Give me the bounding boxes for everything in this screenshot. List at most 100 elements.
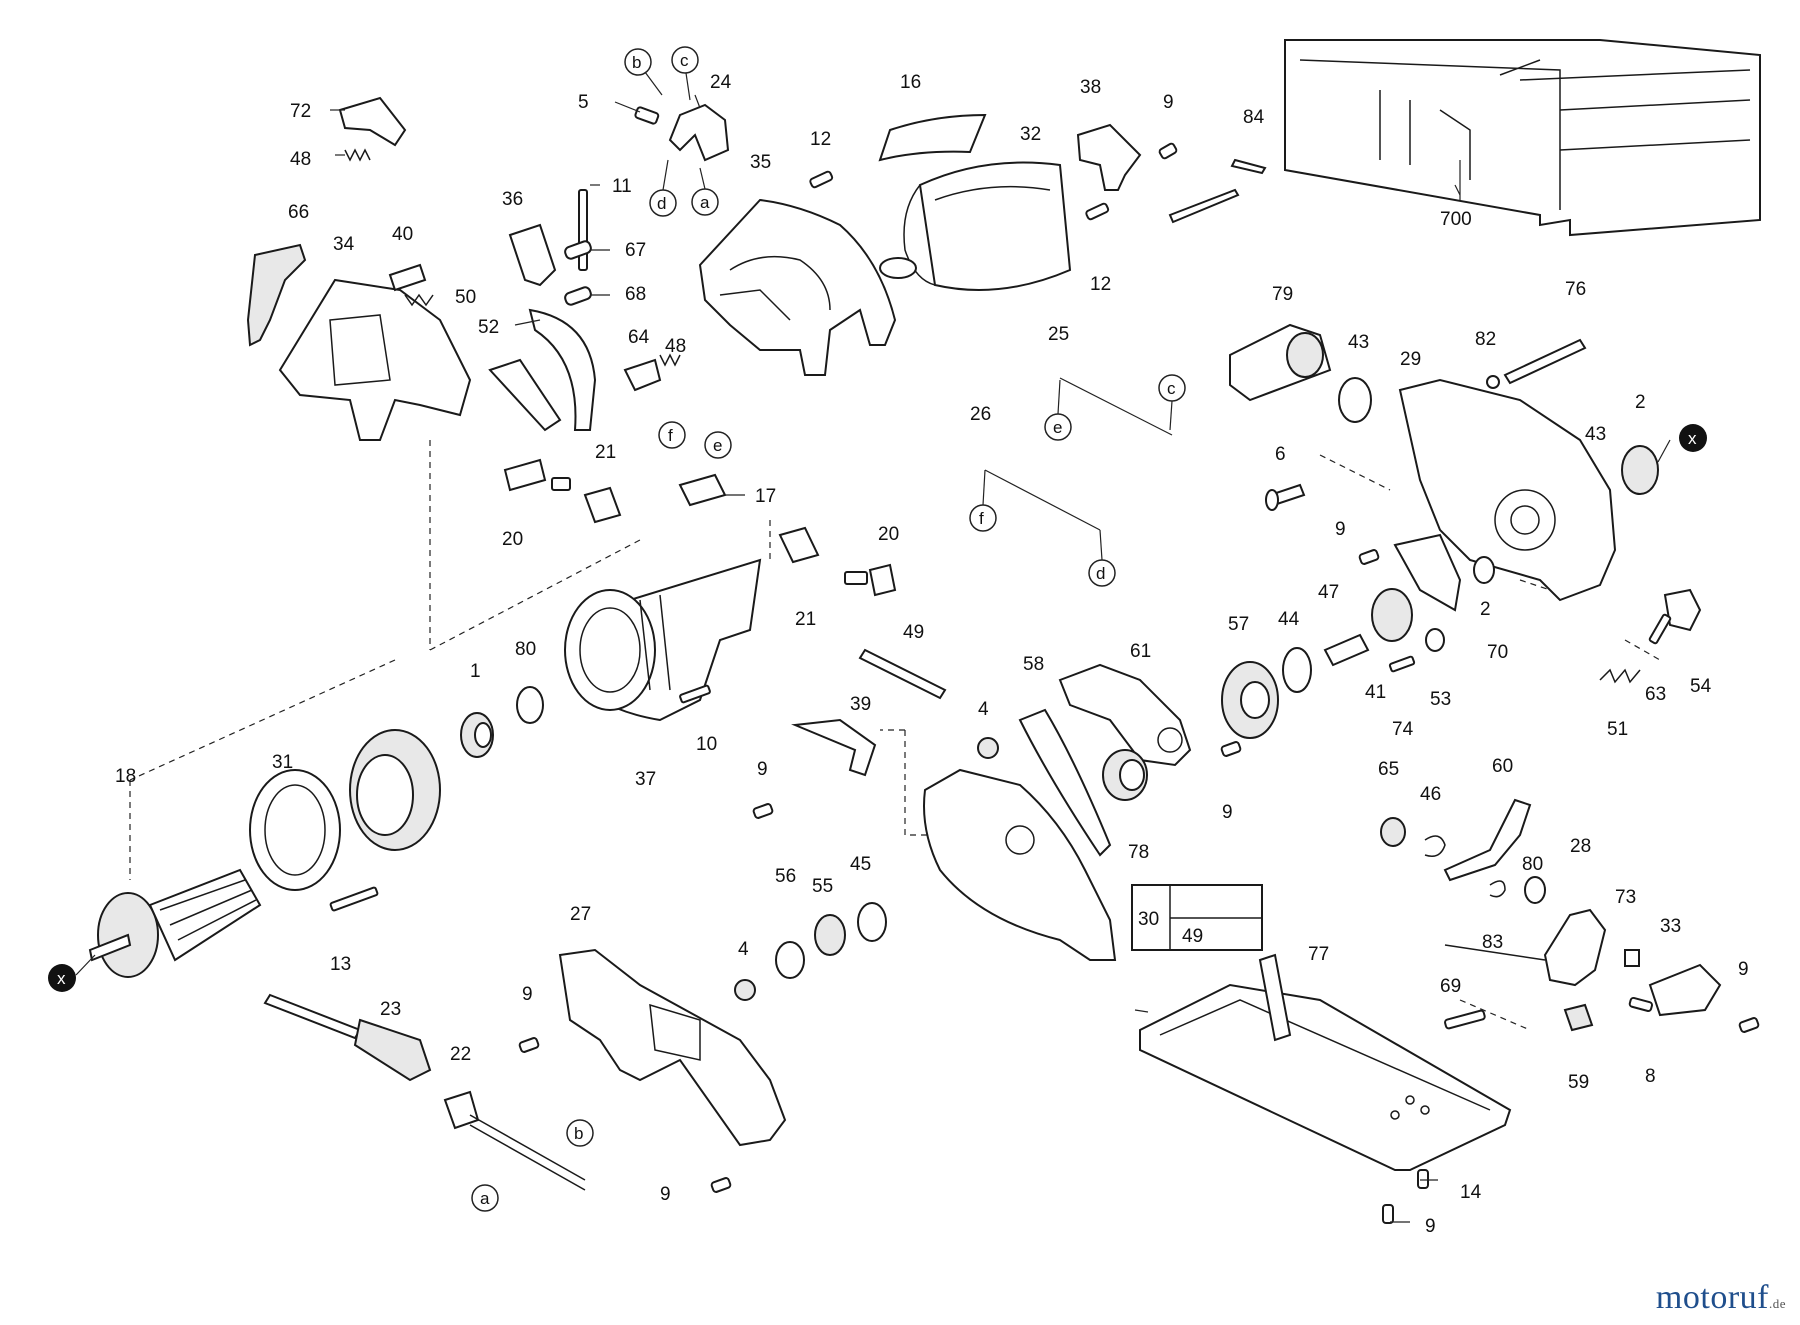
- part-79-dust-port: [1229, 323, 1332, 402]
- label-59: 59: [1568, 1072, 1589, 1093]
- watermark-logo: motoruf.de: [1656, 1279, 1786, 1317]
- part-65-nut: [1380, 817, 1406, 847]
- part-61-arm: [1058, 663, 1192, 767]
- part-78-bushing: [1102, 749, 1148, 801]
- part-labels: 700 16 32 38 9 84 12 12 35 24 5 72 48 66…: [115, 72, 1749, 1237]
- label-76: 76: [1565, 279, 1586, 300]
- label-27: 27: [570, 904, 591, 925]
- part-39-bracket: [791, 718, 877, 777]
- part-45-ring: [857, 902, 887, 942]
- label-23: 23: [380, 999, 401, 1020]
- label-66: 66: [288, 202, 309, 223]
- part-36-lever: [508, 223, 557, 287]
- connector-c: c: [1167, 379, 1176, 398]
- part-58-lower-guard-arm: [1018, 708, 1112, 857]
- label-12: 12: [810, 129, 831, 150]
- label-46: 46: [1420, 784, 1441, 805]
- label-43: 43: [1585, 424, 1606, 445]
- label-56: 56: [775, 866, 796, 887]
- connector-b: b: [574, 1124, 583, 1143]
- label-14: 14: [1460, 1182, 1482, 1203]
- part-49-rod: [858, 648, 947, 700]
- part-44-o-ring: [1282, 647, 1312, 693]
- part-74-screw: [1388, 655, 1416, 673]
- label-6: 6: [1275, 444, 1286, 465]
- part-27-handle: [558, 948, 787, 1147]
- label-9: 9: [1738, 959, 1749, 980]
- part-46-clip: [1424, 835, 1446, 857]
- part-84-hex-key: [1168, 158, 1267, 224]
- part-31-ring: [249, 769, 341, 891]
- label-32: 32: [1020, 124, 1041, 145]
- label-64: 64: [628, 327, 650, 348]
- label-43: 43: [1348, 332, 1369, 353]
- part-52-band: [488, 308, 597, 432]
- part-70-plate: [1393, 533, 1462, 612]
- label-12: 12: [1090, 274, 1111, 295]
- label-53: 53: [1430, 689, 1451, 710]
- label-16: 16: [900, 72, 921, 93]
- part-50-spring: [404, 293, 434, 307]
- part-33-knob: [1648, 963, 1722, 1017]
- part-60-lever: [1443, 798, 1532, 882]
- part-8-screw: [1628, 996, 1653, 1013]
- label-48: 48: [290, 149, 311, 170]
- label-73: 73: [1615, 887, 1636, 908]
- watermark-tld: .de: [1768, 1296, 1786, 1311]
- label-30: 30: [1138, 909, 1159, 930]
- label-9: 9: [1163, 92, 1174, 113]
- part-68-pin: [564, 286, 592, 306]
- connector-x: x: [57, 969, 66, 988]
- label-4: 4: [738, 939, 749, 960]
- connector-f: f: [668, 426, 673, 445]
- label-1: 1: [470, 661, 481, 682]
- label-28: 28: [1570, 836, 1591, 857]
- label-41: 41: [1365, 682, 1386, 703]
- connector-a: a: [480, 1189, 490, 1208]
- part-20-brush-holder: [503, 458, 897, 597]
- label-70: 70: [1487, 642, 1508, 663]
- label-84: 84: [1243, 107, 1265, 128]
- label-700: 700: [1440, 209, 1472, 230]
- part-69-pin: [1444, 1009, 1486, 1030]
- part-5-screw: [634, 106, 660, 125]
- part-30-lower-guard: [923, 768, 1117, 961]
- label-60: 60: [1492, 756, 1513, 777]
- label-39: 39: [850, 694, 871, 715]
- label-22: 22: [450, 1044, 471, 1065]
- part-80-washer-b: [1524, 876, 1546, 904]
- connector-x: x: [1688, 429, 1697, 448]
- label-21: 21: [595, 442, 616, 463]
- part-38-switch-cap: [1076, 123, 1142, 191]
- part-67-pin: [564, 240, 592, 260]
- label-44: 44: [1278, 609, 1300, 630]
- leader-lines: [330, 94, 1461, 1223]
- label-55: 55: [812, 876, 833, 897]
- label-2: 2: [1635, 392, 1646, 413]
- label-65: 65: [1378, 759, 1399, 780]
- label-11: 11: [612, 176, 632, 197]
- label-79: 79: [1272, 284, 1293, 305]
- watermark-brand: motoruf: [1655, 1279, 1769, 1316]
- label-69: 69: [1440, 976, 1461, 997]
- part-30-49-table-box: [1131, 884, 1263, 951]
- connector-e: e: [1053, 418, 1062, 437]
- part-40-spring-clip: [388, 263, 427, 292]
- label-80: 80: [515, 639, 536, 660]
- part-57-flange: [1221, 661, 1279, 739]
- label-82: 82: [1475, 329, 1496, 350]
- part-6-bolt: [1265, 483, 1306, 511]
- label-9: 9: [522, 984, 533, 1005]
- label-29: 29: [1400, 349, 1421, 370]
- label-35: 35: [750, 152, 771, 173]
- label-77: 77: [1308, 944, 1329, 965]
- part-63-bolt: [1648, 613, 1672, 645]
- label-54: 54: [1690, 676, 1712, 697]
- label-20: 20: [502, 529, 523, 550]
- part-34-blade-guard: [278, 278, 472, 441]
- part-28-bevel-adjust: [1444, 908, 1607, 987]
- label-4: 4: [978, 699, 989, 720]
- part-32-motor-housing: [879, 161, 1072, 291]
- part-29-upper-guard: [1398, 378, 1617, 602]
- label-52: 52: [478, 317, 499, 338]
